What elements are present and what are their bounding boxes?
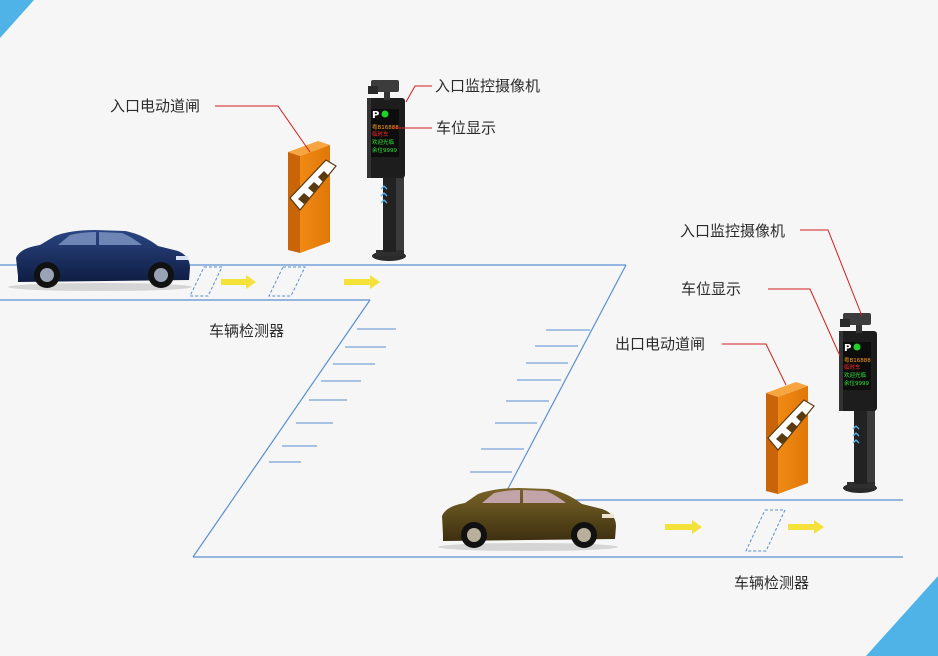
entry-display-status-dot [381,110,389,118]
leader-lines [215,85,863,386]
exit-display-line1: 粤B16888 [844,356,871,364]
label-exit-barrier: 出口电动道闸 [615,335,706,353]
entry-display-pillar [367,98,406,261]
exit-display-line4: 余位9999 [844,379,869,387]
entry-display-line4: 余位9999 [372,146,397,154]
entry-chevrons [380,185,388,204]
entry-display-line2: 临时车 [372,130,389,138]
label-space-display-top: 车位显示 [436,119,497,137]
label-vehicle-detector-bottom: 车辆检测器 [734,574,810,592]
entry-display-p: P [372,110,379,121]
exit-display-status-dot [853,343,861,351]
exit-display-pillar [839,331,877,493]
entry-camera [368,80,399,100]
label-entry-camera-top: 入口监控摄像机 [435,77,541,95]
entry-barrier [288,141,337,253]
suv-blue [8,230,192,291]
corner-accent-bottom-right [866,576,938,656]
exit-display-line2: 临时车 [844,363,861,371]
exit-display-p: P [844,343,851,354]
ramp-stripes-right [470,329,590,473]
entry-display-line3: 欢迎光临 [372,138,395,146]
exit-display-line3: 欢迎光临 [844,371,867,379]
flow-arrows [221,275,824,534]
corner-accent-top-left [0,0,34,38]
exit-barrier [766,382,815,494]
label-entry-camera-right: 入口监控摄像机 [680,222,786,240]
label-space-display-right: 车位显示 [681,280,742,298]
exit-camera [840,313,871,333]
label-entry-barrier: 入口电动道闸 [110,97,201,115]
lane-lines [0,264,903,558]
suv-bronze [438,488,618,551]
detector-loop-bottom [745,509,786,552]
entry-display-line1: 粤B16888 [372,123,399,131]
label-vehicle-detector-left: 车辆检测器 [209,322,285,340]
ramp-stripes-left [269,328,396,463]
exit-chevrons [852,425,860,444]
detector-loops-top [189,266,306,297]
